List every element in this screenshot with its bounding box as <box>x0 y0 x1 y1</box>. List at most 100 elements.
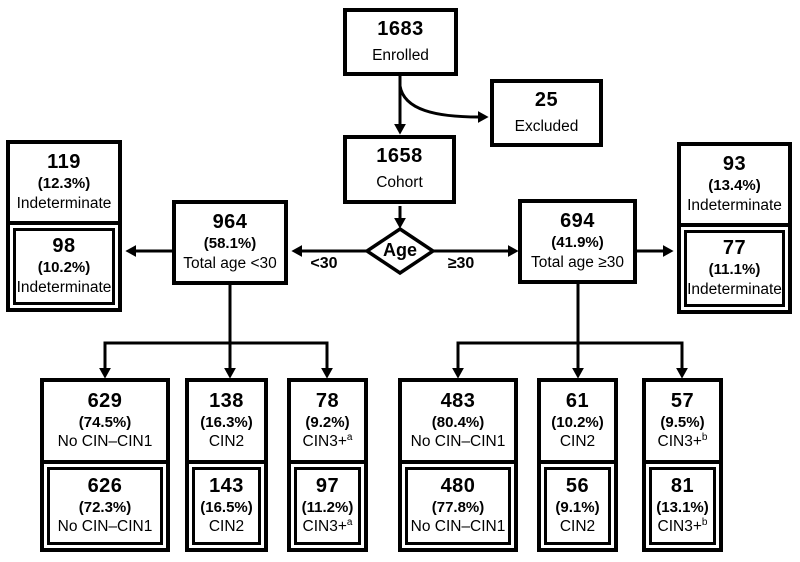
label: Indeterminate <box>16 278 112 296</box>
under30-cin3-top-box: 78 (9.2%) CIN3+a <box>287 378 368 464</box>
over30-cin3-bottom-box: 81 (13.1%) CIN3+b <box>642 460 723 552</box>
label: Indeterminate <box>687 196 782 214</box>
edge-label-under-30: <30 <box>310 255 338 272</box>
indeterminate-left-top-box: 119 (12.3%) Indeterminate <box>6 140 122 225</box>
label: No CIN–CIN1 <box>410 518 506 536</box>
count: 97 <box>315 474 340 497</box>
footnote-marker: a <box>346 517 353 529</box>
label: CIN3+b <box>658 517 708 537</box>
over30-cin3-stack: 57 (9.5%) CIN3+b 81 (13.1%) CIN3+b <box>642 378 723 552</box>
label: CIN2 <box>208 518 245 536</box>
over30-cin2-bottom-box: 56 (9.1%) CIN2 <box>537 460 618 552</box>
over30-no-cin-stack: 483 (80.4%) No CIN–CIN1 480 (77.8%) No C… <box>398 378 518 552</box>
over30-cin2-stack: 61 (10.2%) CIN2 56 (9.1%) CIN2 <box>537 378 618 552</box>
label-text: CIN3+ <box>657 433 702 451</box>
count: 81 <box>670 474 695 497</box>
excluded-box: 25 Excluded <box>490 79 603 147</box>
percent: (11.1%) <box>708 261 761 279</box>
footnote-marker: b <box>701 432 708 444</box>
indeterminate-right-top-box: 93 (13.4%) Indeterminate <box>677 142 792 227</box>
cohort-count: 1658 <box>376 145 423 168</box>
label-text: CIN3+ <box>302 433 347 451</box>
percent: (10.2%) <box>37 259 91 277</box>
over30-total-box: 694 (41.9%) Total age ≥30 <box>518 199 637 284</box>
over30-no-cin-bottom-inner: 480 (77.8%) No CIN–CIN1 <box>405 467 511 545</box>
label: CIN3+a <box>303 517 353 537</box>
over30-cin2-bottom-inner: 56 (9.1%) CIN2 <box>544 467 611 545</box>
over30-percent: (41.9%) <box>551 234 604 252</box>
indeterminate-left-bottom-inner: 98 (10.2%) Indeterminate <box>13 228 115 305</box>
under30-cin2-bottom-box: 143 (16.5%) CIN2 <box>185 460 268 552</box>
label: No CIN–CIN1 <box>57 433 153 451</box>
count: 57 <box>670 389 695 412</box>
cohort-label: Cohort <box>376 174 423 192</box>
under30-percent: (58.1%) <box>203 235 257 253</box>
arrow-enrolled-to-excluded <box>398 85 489 123</box>
excluded-count: 25 <box>534 88 559 111</box>
count: 119 <box>47 151 81 174</box>
over30-cin3-bottom-inner: 81 (13.1%) CIN3+b <box>649 467 716 545</box>
under30-cin3-stack: 78 (9.2%) CIN3+a 97 (11.2%) CIN3+a <box>287 378 368 552</box>
count: 629 <box>87 389 123 412</box>
under30-no-cin-top-box: 629 (74.5%) No CIN–CIN1 <box>40 378 170 464</box>
under30-cin2-stack: 138 (16.3%) CIN2 143 (16.5%) CIN2 <box>185 378 268 552</box>
enrolled-count: 1683 <box>377 17 424 40</box>
count: 61 <box>565 389 590 412</box>
indeterminate-left-stack: 119 (12.3%) Indeterminate 98 (10.2%) Ind… <box>6 140 122 312</box>
count: 138 <box>209 389 244 412</box>
percent: (80.4%) <box>431 413 485 431</box>
label: No CIN–CIN1 <box>410 433 506 451</box>
over30-count: 694 <box>560 210 595 233</box>
count: 480 <box>440 474 476 497</box>
label: Indeterminate <box>16 194 112 212</box>
label: CIN3+a <box>303 432 353 452</box>
percent: (16.3%) <box>200 413 253 431</box>
percent: (10.2%) <box>551 413 604 431</box>
count: 56 <box>565 474 590 497</box>
label: Indeterminate <box>687 280 782 298</box>
label: CIN2 <box>208 433 245 451</box>
percent: (72.3%) <box>78 498 132 516</box>
over30-no-cin-bottom-box: 480 (77.8%) No CIN–CIN1 <box>398 460 518 552</box>
age-decision-label: Age <box>382 240 417 260</box>
footnote-marker: b <box>701 517 708 529</box>
indeterminate-left-bottom-box: 98 (10.2%) Indeterminate <box>6 221 122 312</box>
label: No CIN–CIN1 <box>57 518 153 536</box>
footnote-marker: a <box>346 432 353 444</box>
under30-no-cin-bottom-inner: 626 (72.3%) No CIN–CIN1 <box>47 467 163 545</box>
edge-label-over-30: ≥30 <box>447 255 475 272</box>
indeterminate-right-bottom-inner: 77 (11.1%) Indeterminate <box>684 230 785 307</box>
label: CIN3+b <box>658 432 708 452</box>
over30-cin2-top-box: 61 (10.2%) CIN2 <box>537 378 618 464</box>
age-decision-diamond <box>363 226 437 276</box>
label-text: CIN3+ <box>302 518 347 536</box>
count: 626 <box>87 474 123 497</box>
label-text: CIN3+ <box>657 518 702 536</box>
label: CIN2 <box>559 518 596 536</box>
count: 143 <box>209 474 244 497</box>
enrolled-box: 1683 Enrolled <box>343 8 458 76</box>
excluded-label: Excluded <box>514 117 579 135</box>
percent: (11.2%) <box>301 498 354 516</box>
under30-cin3-bottom-inner: 97 (11.2%) CIN3+a <box>294 467 361 545</box>
under30-label: Total age <30 <box>183 254 277 272</box>
under30-no-cin-bottom-box: 626 (72.3%) No CIN–CIN1 <box>40 460 170 552</box>
percent: (9.5%) <box>660 413 705 431</box>
under30-cin2-bottom-inner: 143 (16.5%) CIN2 <box>192 467 261 545</box>
percent: (9.2%) <box>305 413 350 431</box>
count: 98 <box>52 235 76 258</box>
percent: (74.5%) <box>78 413 132 431</box>
percent: (13.4%) <box>708 177 761 195</box>
over30-no-cin-top-box: 483 (80.4%) No CIN–CIN1 <box>398 378 518 464</box>
indeterminate-right-bottom-box: 77 (11.1%) Indeterminate <box>677 223 792 314</box>
percent: (77.8%) <box>431 498 485 516</box>
count: 77 <box>722 237 747 260</box>
under30-total-box: 964 (58.1%) Total age <30 <box>172 200 288 285</box>
percent: (12.3%) <box>37 175 91 193</box>
under30-no-cin-stack: 629 (74.5%) No CIN–CIN1 626 (72.3%) No C… <box>40 378 170 552</box>
under30-cin3-bottom-box: 97 (11.2%) CIN3+a <box>287 460 368 552</box>
percent: (9.1%) <box>555 498 600 516</box>
over30-cin3-top-box: 57 (9.5%) CIN3+b <box>642 378 723 464</box>
